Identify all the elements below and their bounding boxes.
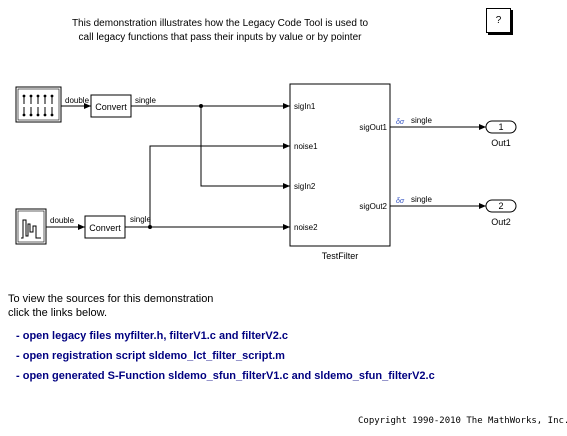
signal-source-block-1[interactable]	[15, 86, 62, 123]
signal-source-block-2[interactable]	[15, 208, 47, 245]
signal-label-single-top: single	[135, 96, 156, 105]
signal-lines	[46, 103, 486, 230]
link-open-generated-sfunction[interactable]: - open generated S-Function sldemo_sfun_…	[16, 370, 435, 382]
intro-line-2: click the links below.	[8, 307, 108, 319]
signal-label-double-bottom: double	[50, 216, 75, 225]
fixpt-icon-out2: δσ	[396, 198, 405, 205]
outport-2-label: Out2	[491, 217, 511, 227]
outport-1-label: Out1	[491, 138, 511, 148]
branch-point-bottom	[148, 225, 152, 229]
description-line-2: call legacy functions that pass their in…	[78, 32, 362, 43]
block-diagram: Convert Convert TestFilter 1 2 Out1 Out2…	[15, 83, 517, 261]
convert-bottom-label: Convert	[89, 223, 121, 233]
intro-line-1: To view the sources for this demonstrati…	[8, 293, 214, 305]
port-noise1: noise1	[294, 142, 318, 151]
outport-1-number: 1	[498, 122, 503, 132]
description-line-1: This demonstration illustrates how the L…	[71, 18, 369, 29]
port-noise2: noise2	[294, 223, 318, 232]
convert-top-label: Convert	[95, 102, 127, 112]
signal-label-single-out1: single	[411, 116, 432, 125]
copyright-notice: Copyright 1990-2010 The MathWorks, Inc.	[358, 416, 567, 426]
port-sigin2: sigIn2	[294, 182, 316, 191]
link-open-registration-script[interactable]: - open registration script sldemo_lct_fi…	[16, 350, 285, 362]
port-sigin1: sigIn1	[294, 102, 316, 111]
signal-label-single-out2: single	[411, 195, 432, 204]
fixpt-icon-out1: δσ	[396, 119, 405, 126]
outport-2-number: 2	[498, 201, 503, 211]
port-sigout2: sigOut2	[359, 202, 387, 211]
help-button[interactable]: ?	[486, 8, 511, 33]
signal-label-single-bottom: single	[130, 215, 151, 224]
port-sigout1: sigOut1	[359, 123, 387, 132]
link-open-legacy-files[interactable]: - open legacy files myfilter.h, filterV1…	[16, 330, 289, 342]
testfilter-block[interactable]	[289, 83, 391, 247]
branch-point-top	[199, 104, 203, 108]
signal-label-double-top: double	[65, 96, 90, 105]
testfilter-label: TestFilter	[322, 251, 359, 261]
